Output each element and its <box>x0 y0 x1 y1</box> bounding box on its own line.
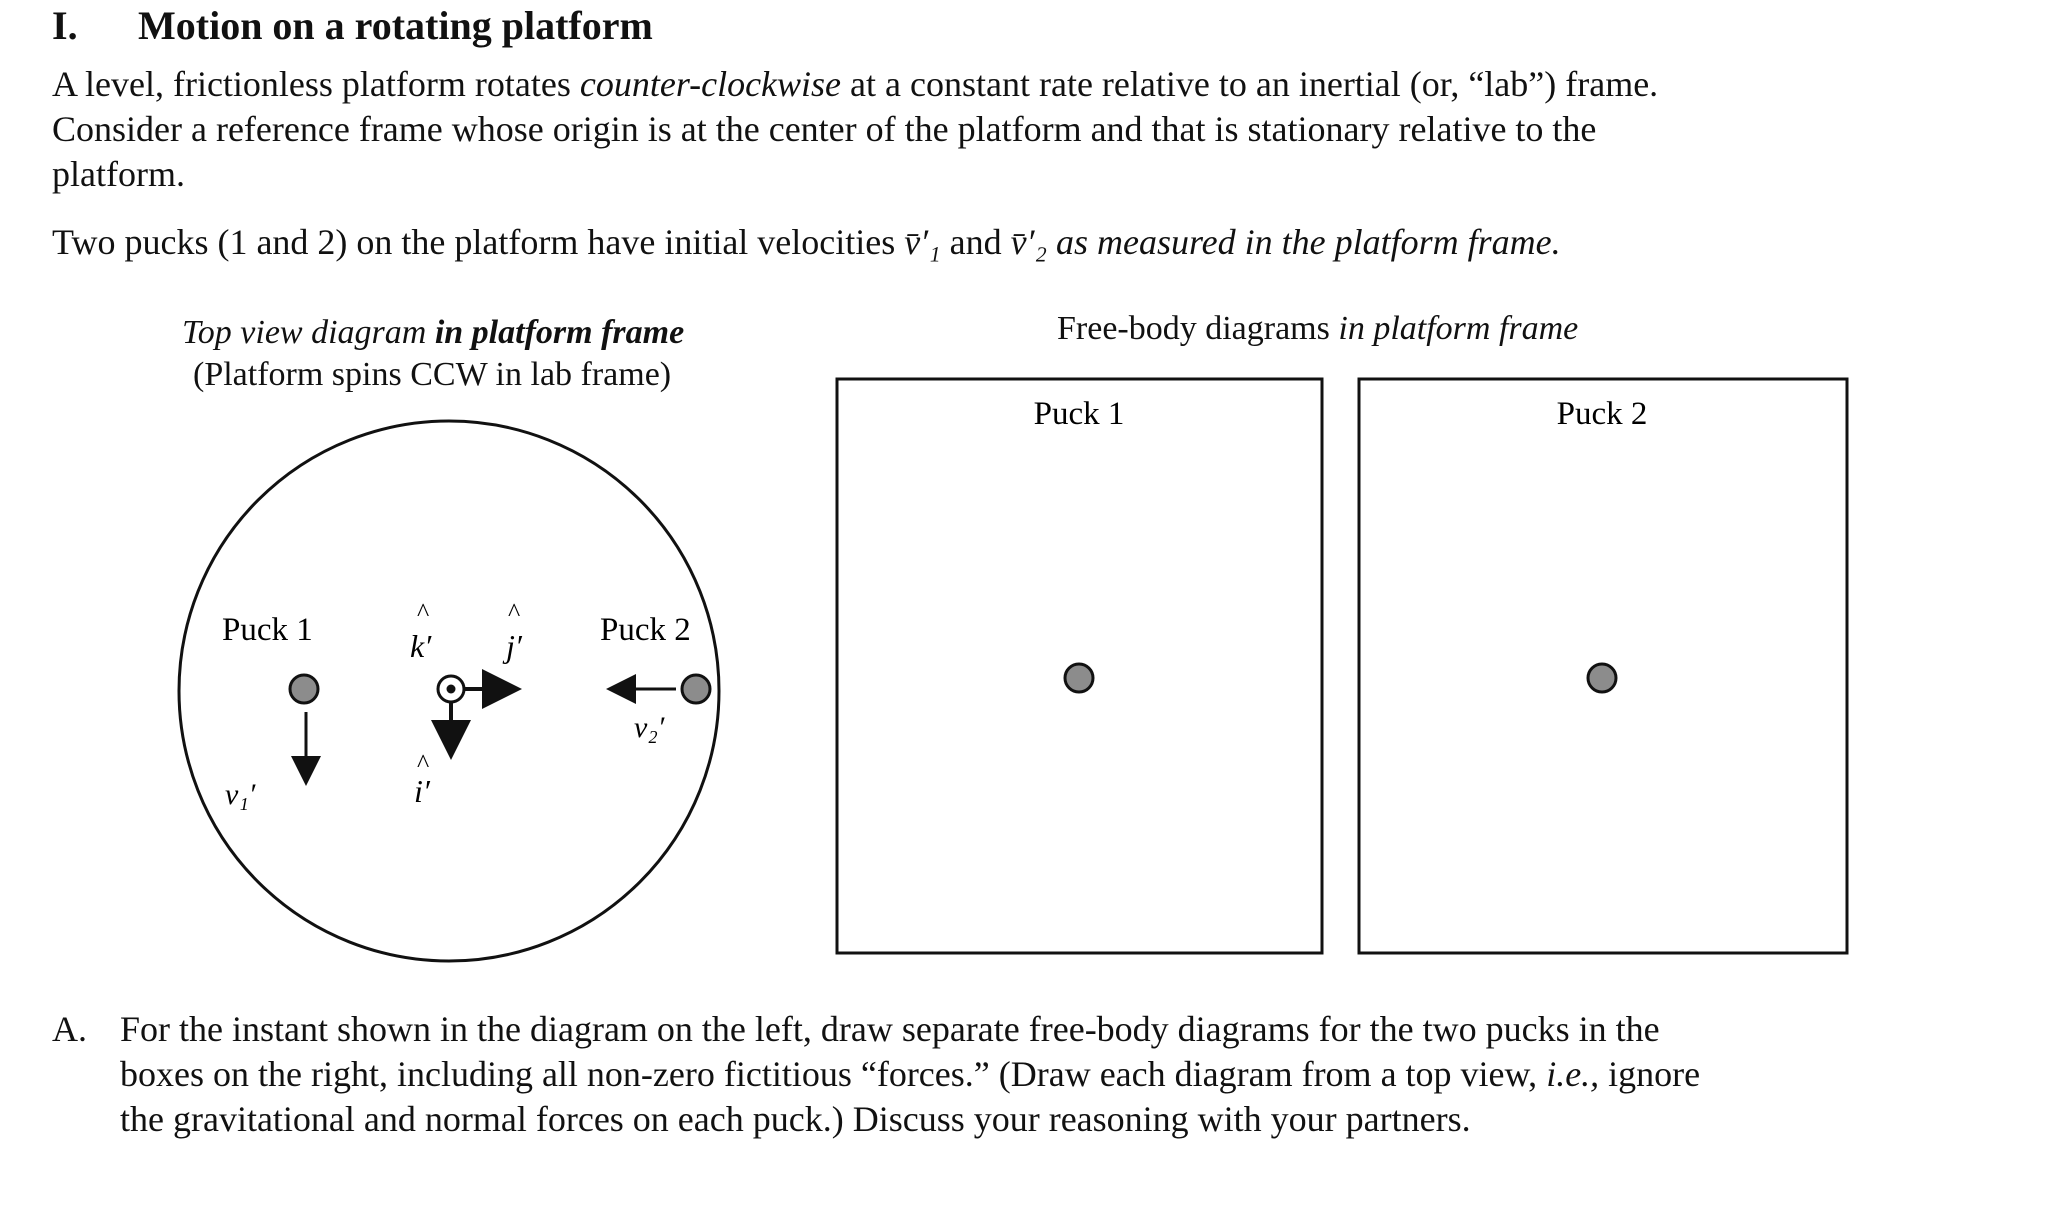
i-hat-mark: ^ <box>417 749 429 778</box>
question-a-body: For the instant shown in the diagram on … <box>120 1007 1700 1142</box>
pucks-text: Two pucks (1 and 2) on the platform have… <box>52 222 905 262</box>
pucks-text: and <box>940 222 1011 262</box>
top-view-caption-italic: Top view diagram <box>182 314 435 351</box>
j-unit-label: j′ <box>502 628 523 664</box>
puck1-label: Puck 1 <box>222 612 313 648</box>
section-title: Motion on a rotating platform <box>138 3 653 48</box>
puck1-marker <box>288 673 320 705</box>
free-body-caption-italic: in platform frame <box>1338 310 1579 347</box>
free-body-box2-title: Puck 2 <box>1557 396 1648 432</box>
intro-line-2: Consider a reference frame whose origin … <box>52 109 1597 149</box>
intro-text: A level, frictionless platform rotates <box>52 64 580 104</box>
question-a: A. For the instant shown in the diagram … <box>52 1007 2012 1147</box>
intro-line-3: platform. <box>52 154 185 194</box>
puck2-label: Puck 2 <box>600 612 691 648</box>
question-a-emphasis: i.e., <box>1546 1054 1600 1094</box>
v2-symbol: v̄′₂ <box>1010 222 1047 262</box>
top-view-subcaption: (Platform spins CCW in lab frame) <box>193 356 672 393</box>
section-number: I. <box>52 3 78 48</box>
free-body-puck2-marker <box>1586 662 1618 694</box>
free-body-box-puck2 <box>1357 377 1849 955</box>
v1-label: v₁′ <box>225 778 256 811</box>
free-body-box1-title: Puck 1 <box>1034 396 1125 432</box>
question-a-line-1: For the instant shown in the diagram on … <box>120 1009 1660 1049</box>
question-a-text: ignore <box>1599 1054 1701 1094</box>
intro-line-1: A level, frictionless platform rotates c… <box>52 62 1658 107</box>
pucks-sentence: Two pucks (1 and 2) on the platform have… <box>52 220 1561 265</box>
i-unit-label: i′ <box>414 773 431 809</box>
top-view-caption-bold: in platform frame <box>434 314 685 351</box>
intro-text: at a constant rate relative to an inerti… <box>841 64 1659 104</box>
question-a-line-2: boxes on the right, including all non-ze… <box>120 1052 1700 1097</box>
free-body-puck1-marker <box>1063 662 1095 694</box>
section-heading: I. Motion on a rotating platform <box>52 2 653 49</box>
v1-symbol: v̄′₁ <box>904 222 941 262</box>
platform-circle <box>177 419 721 963</box>
j-hat-mark: ^ <box>508 598 520 627</box>
free-body-box-puck1 <box>835 377 1324 955</box>
free-body-caption: Free-body diagrams in platform frame <box>1057 310 1578 348</box>
question-a-line-3: the gravitational and normal forces on e… <box>120 1099 1471 1139</box>
v2-label: v₂′ <box>634 711 665 744</box>
puck2-marker <box>680 673 712 705</box>
top-view-caption: Top view diagram in platform frame <box>182 314 684 352</box>
question-a-text: boxes on the right, including all non-ze… <box>120 1054 1547 1094</box>
question-a-label: A. <box>52 1009 87 1049</box>
intro-emphasis: counter-clockwise <box>579 64 842 104</box>
k-unit-label: k′ <box>410 628 432 664</box>
free-body-caption-text: Free-body diagrams <box>1057 310 1339 347</box>
k-hat-mark: ^ <box>417 598 429 627</box>
pucks-emphasis: as measured in the platform frame. <box>1047 222 1561 262</box>
origin-dot <box>446 684 456 694</box>
